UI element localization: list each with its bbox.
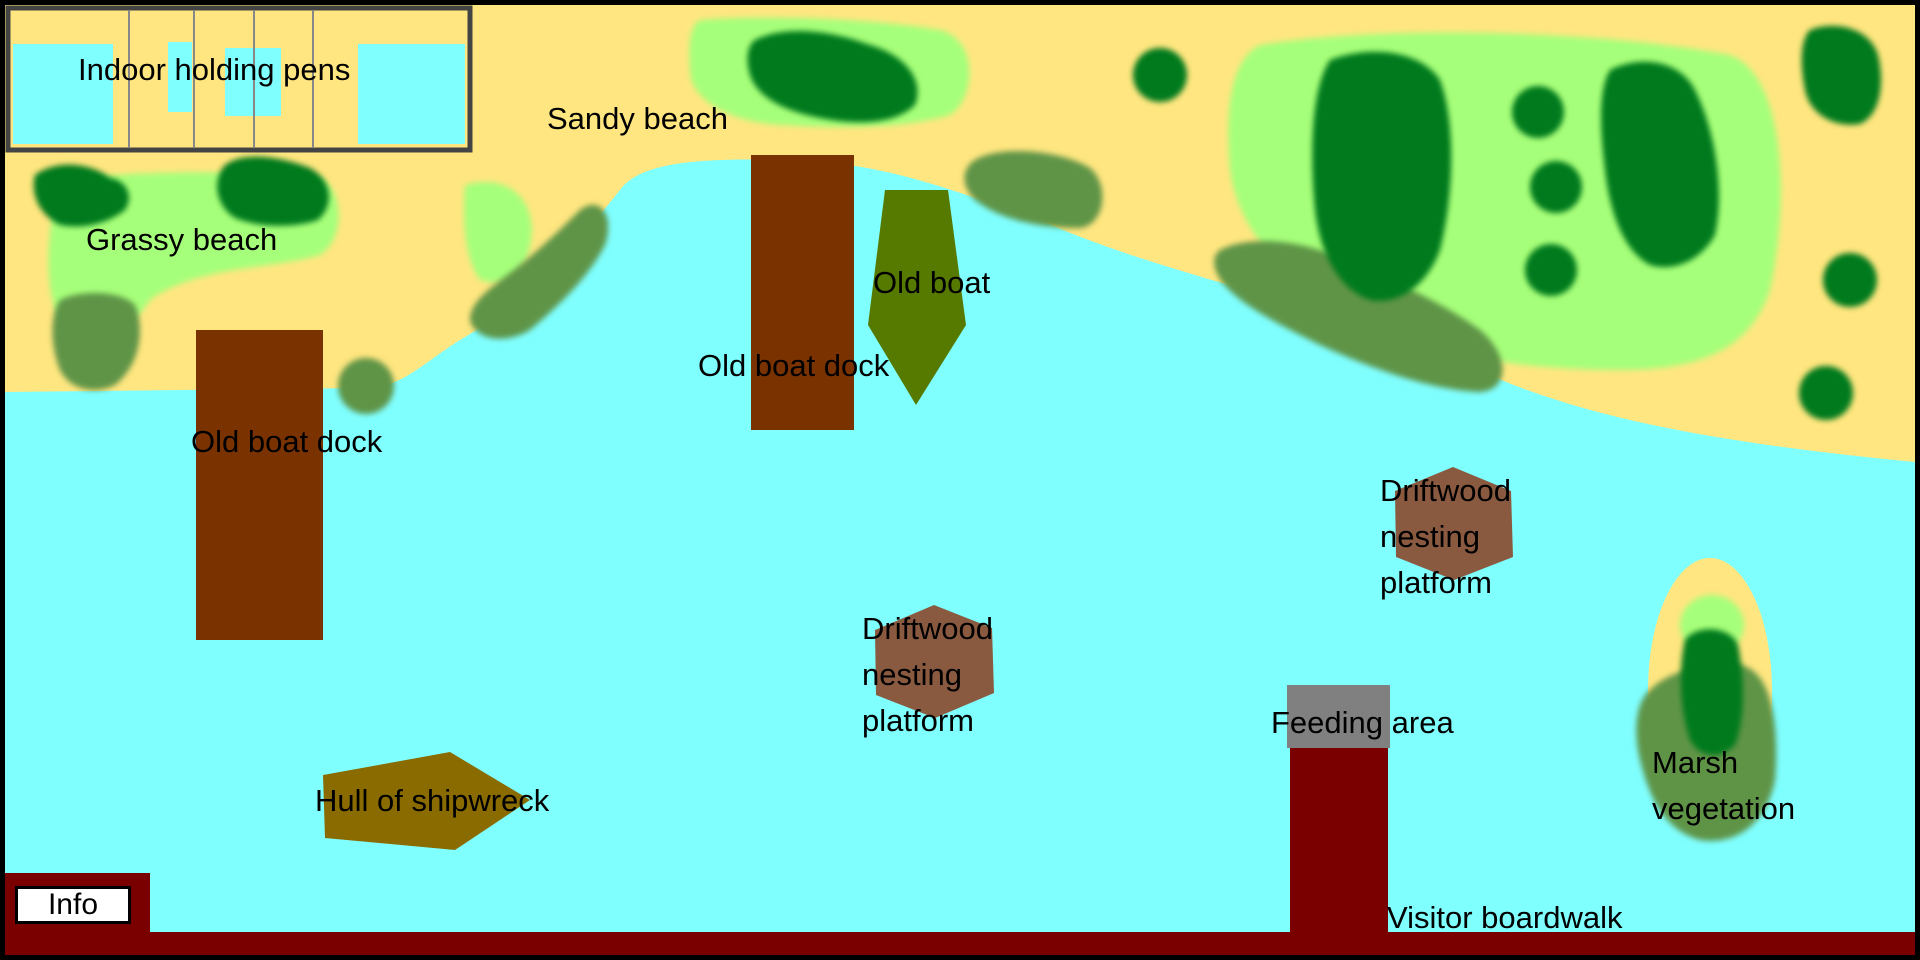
tree <box>1525 244 1577 296</box>
pen-pool <box>358 44 465 144</box>
grass-patch <box>463 182 532 283</box>
visitor-boardwalk <box>5 745 1915 955</box>
tree <box>1133 48 1187 102</box>
shrub <box>964 151 1103 228</box>
tree <box>1799 366 1853 420</box>
pen-pool <box>13 44 113 144</box>
tree <box>1823 253 1877 307</box>
tree <box>217 156 329 226</box>
tree <box>1530 161 1582 213</box>
shrub <box>338 358 394 414</box>
tree <box>747 30 918 123</box>
shrub <box>470 204 609 339</box>
label-visitor-boardwalk: Visitor boardwalk <box>1387 900 1623 935</box>
indoor-holding-pens <box>5 5 473 153</box>
driftwood-platform-right <box>1395 467 1513 580</box>
label-indoor-holding-pens: Indoor holding pens <box>78 52 351 87</box>
trees <box>33 25 1881 420</box>
label-grassy-beach: Grassy beach <box>86 222 278 257</box>
label-old-boat-dock-center: Old boat dock <box>698 348 890 383</box>
marsh-island <box>1636 558 1777 841</box>
tree <box>1312 51 1452 301</box>
label-old-boat-dock-left: Old boat dock <box>191 424 383 459</box>
pen-pool <box>168 42 192 112</box>
label-sandy-beach: Sandy beach <box>547 101 728 136</box>
hull-of-shipwreck <box>323 752 530 850</box>
old-boat <box>868 190 966 405</box>
boardwalk-main <box>5 932 1915 955</box>
old-boat-dock-left <box>196 330 323 640</box>
old-boat-dock-center <box>751 155 854 430</box>
label-hull-of-shipwreck: Hull of shipwreck <box>315 783 550 818</box>
label-driftwood-platform-right: Driftwood nesting platform <box>1380 473 1511 600</box>
pen-dividers <box>128 10 314 148</box>
shrubs <box>52 151 1503 414</box>
tree <box>1512 86 1564 138</box>
label-old-boat: Old boat <box>873 265 991 300</box>
info-button[interactable]: Info <box>15 886 131 924</box>
shrub <box>52 293 140 390</box>
tree <box>1601 61 1719 268</box>
tree <box>33 164 130 227</box>
tree <box>1801 25 1881 125</box>
label-feeding-area: Feeding area <box>1271 705 1454 740</box>
feeding-area <box>1287 685 1390 748</box>
label-driftwood-platform-center: Driftwood nesting platform <box>862 611 993 738</box>
boardwalk-spur <box>1290 745 1388 955</box>
label-marsh-vegetation: Marsh vegetation <box>1652 745 1796 826</box>
shrub <box>1214 241 1503 392</box>
marsh-tree <box>1680 629 1743 756</box>
driftwood-platform-center <box>875 605 994 718</box>
